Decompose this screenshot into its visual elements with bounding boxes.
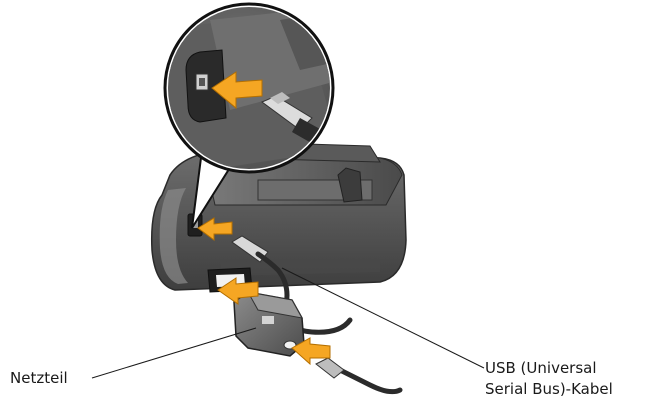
label-usb-cable-line1: USB (Universal bbox=[485, 358, 613, 379]
label-usb-cable: USB (Universal Serial Bus)-Kabel bbox=[485, 358, 613, 400]
power-adapter bbox=[218, 278, 344, 378]
label-power-adapter: Netzteil bbox=[10, 368, 68, 389]
label-usb-cable-line2: Serial Bus)-Kabel bbox=[485, 379, 613, 400]
leader-line-power bbox=[92, 328, 256, 378]
